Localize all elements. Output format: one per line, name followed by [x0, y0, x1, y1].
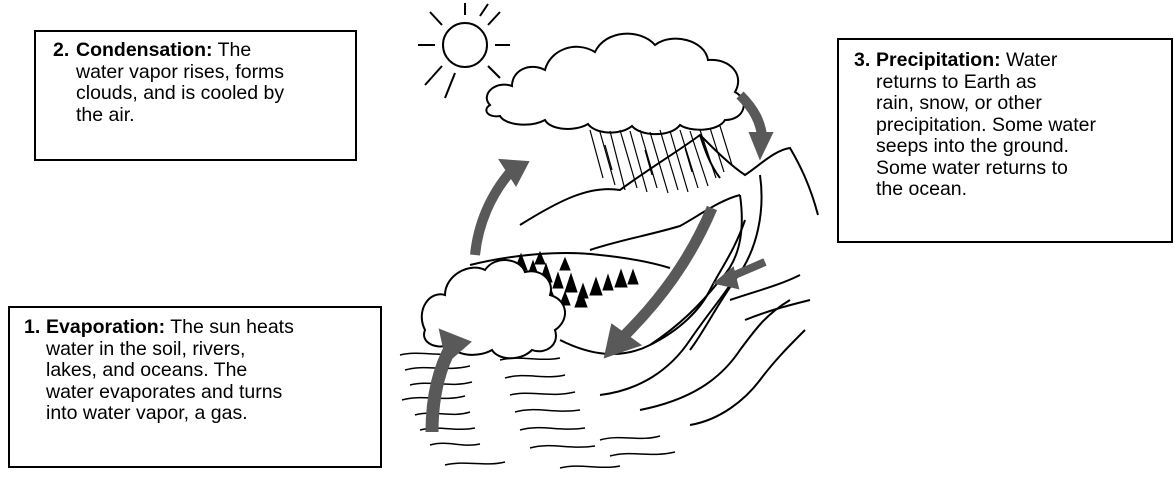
step-heading: Evaporation:: [46, 316, 165, 338]
step-line: the ocean.: [876, 178, 967, 200]
step-line: Some water returns to: [876, 157, 1068, 179]
step-line: Water: [1006, 49, 1057, 71]
rain-streaks: [590, 126, 732, 193]
step-text: Evaporation: The sun heats water in the …: [46, 317, 378, 425]
step-line: precipitation. Some water: [876, 114, 1096, 136]
step-line: into water vapor, a gas.: [46, 402, 248, 424]
step-line: water in the soil, rivers,: [46, 338, 245, 360]
cycle-arrows: [432, 95, 772, 432]
step-line: lakes, and oceans. The: [46, 359, 247, 381]
sun-icon: [418, 3, 510, 98]
step-heading: Precipitation:: [876, 49, 1001, 71]
step-line: clouds, and is cooled by: [76, 82, 284, 104]
step-line: water evaporates and turns: [46, 381, 282, 403]
runoff-arrow-icon: [625, 208, 712, 335]
step-heading: Condensation:: [76, 39, 213, 61]
step-line: rain, snow, or other: [876, 92, 1042, 114]
evaporation-callout: 1. Evaporation: The sun heats water in t…: [8, 306, 382, 468]
step-line: the air.: [76, 104, 135, 126]
step-line: water vapor rises, forms: [76, 61, 284, 83]
step-line: seeps into the ground.: [876, 135, 1069, 157]
precipitation-callout: 3. Precipitation: Water returns to Earth…: [837, 38, 1173, 243]
step-text: Condensation: The water vapor rises, for…: [76, 40, 346, 126]
condensation-arrow-icon: [475, 170, 512, 255]
step-number: 2.: [53, 40, 69, 62]
step-number: 1.: [24, 317, 40, 339]
precipitation-arrow-icon: [740, 95, 762, 135]
condensation-callout: 2. Condensation: The water vapor rises, …: [34, 30, 357, 161]
rain-cloud: [486, 34, 743, 134]
step-line: returns to Earth as: [876, 71, 1036, 93]
step-line: The sun heats: [170, 316, 294, 338]
step-number: 3.: [854, 50, 870, 72]
step-line: The: [218, 39, 252, 61]
step-text: Precipitation: Water returns to Earth as…: [876, 50, 1168, 201]
